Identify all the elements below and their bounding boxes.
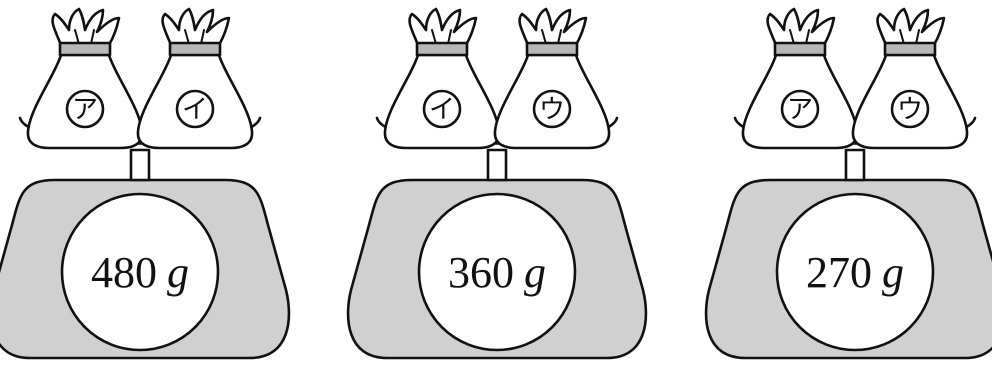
scale-dial — [417, 192, 577, 352]
money-bag: ア — [26, 7, 144, 150]
bag-label-circle — [532, 89, 572, 129]
scale-stem — [129, 148, 151, 182]
bag-tie — [525, 41, 579, 57]
bag-label: ア — [72, 95, 98, 125]
bag-tie — [773, 41, 827, 57]
weight-value: 360 — [448, 248, 514, 297]
weight-value: 270 — [806, 248, 872, 297]
ruffle-line — [200, 29, 205, 45]
bag-label-circle — [422, 89, 462, 129]
money-bag: イ — [383, 7, 501, 150]
scale-stem — [844, 148, 866, 182]
ruffle-line — [899, 29, 905, 45]
money-bag: ウ — [851, 7, 969, 150]
weight-unit: g — [524, 248, 546, 297]
bag-tie — [58, 41, 112, 57]
bag-ruffle — [51, 7, 121, 47]
bag-label-circle — [175, 89, 215, 129]
money-bag: ウ — [493, 7, 611, 150]
ruffle-line — [541, 29, 547, 45]
bag-label: ウ — [539, 95, 565, 125]
scale-dial — [775, 192, 935, 352]
bag-ruffle — [518, 7, 588, 47]
bag-ruffle — [161, 7, 231, 47]
weight-value: 480 — [91, 248, 157, 297]
bag-label: イ — [182, 95, 208, 125]
ruffle-line — [789, 29, 795, 45]
money-bag: イ — [136, 7, 254, 150]
bag-label: イ — [429, 95, 455, 125]
bag-label: ア — [787, 95, 813, 125]
weight-unit: g — [167, 248, 189, 297]
bag-label-circle — [890, 89, 930, 129]
bag-tie — [415, 41, 469, 57]
money-bag: ア — [741, 7, 859, 150]
ruffle-line — [805, 29, 810, 45]
bag-label-circle — [65, 89, 105, 129]
bag-tie — [168, 41, 222, 57]
bag-tie — [883, 41, 937, 57]
ruffle-line — [557, 29, 562, 45]
bag-label-circle — [780, 89, 820, 129]
ruffle-line — [447, 29, 452, 45]
scale-stem — [486, 148, 508, 182]
bag-ruffle — [408, 7, 478, 47]
ruffle-line — [431, 29, 437, 45]
ruffle-line — [184, 29, 190, 45]
ruffle-line — [74, 29, 80, 45]
ruffle-line — [915, 29, 920, 45]
weight-unit: g — [882, 248, 904, 297]
bag-ruffle — [766, 7, 836, 47]
bag-ruffle — [876, 7, 946, 47]
bag-label: ウ — [897, 95, 923, 125]
scale-dial — [60, 192, 220, 352]
ruffle-line — [90, 29, 95, 45]
